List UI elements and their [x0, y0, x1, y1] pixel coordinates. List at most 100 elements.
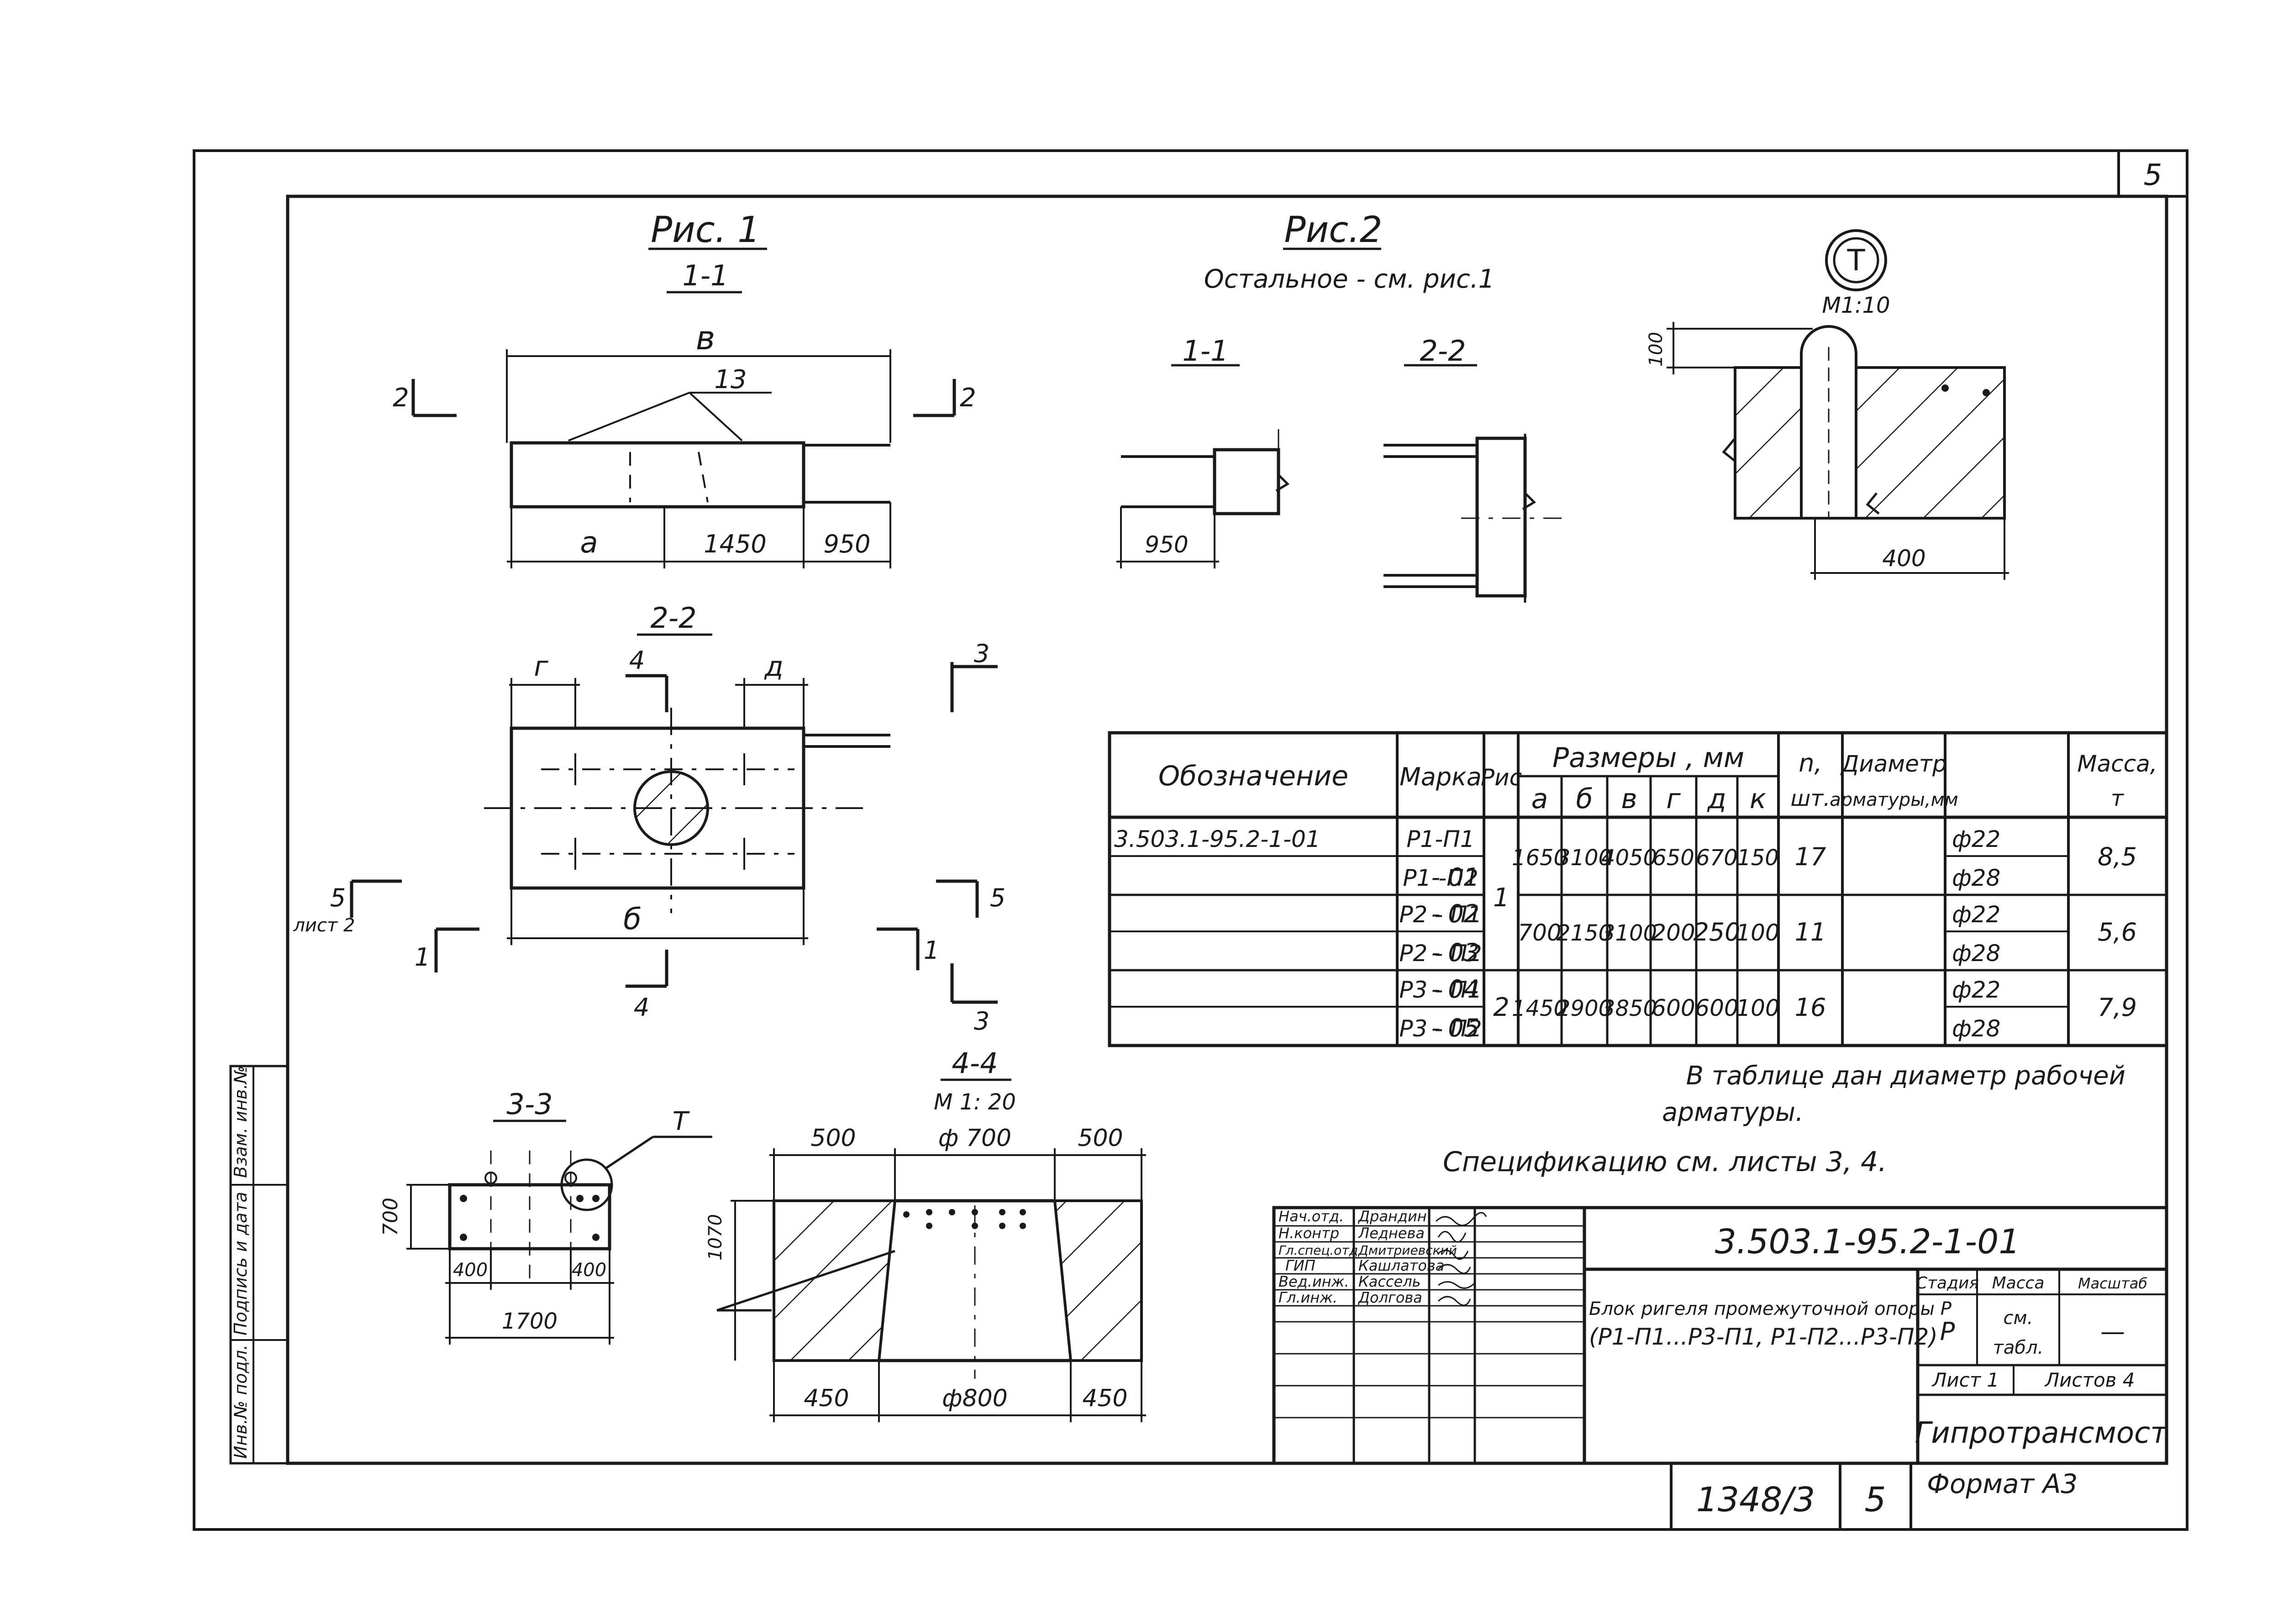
th-diam-unit: арматуры,мм	[1830, 789, 1958, 810]
group-v: 3100	[1601, 920, 1657, 946]
row-designation: - 03	[1431, 938, 1479, 967]
group-d: 600	[1695, 995, 1738, 1021]
cut-5-left: 5	[330, 883, 346, 912]
group-mass: 8,5	[2098, 842, 2137, 871]
side-vzam: Взам. инв.№	[231, 1066, 251, 1178]
fig1-sec22-label: 2-2	[650, 601, 696, 635]
cut-3-top: 3	[974, 639, 989, 668]
detail-T: Т М1:10 100 400	[1646, 229, 2009, 580]
sheet-number-box	[2117, 149, 2188, 198]
tb-sheet: Лист 1	[1931, 1369, 1999, 1391]
fig1-section-3-3: 3-3 Т 700 400 400 1700	[379, 1088, 712, 1345]
fig1-section-4-4: 4-4 М 1: 20 500 ф 700 500 1070	[705, 1046, 1146, 1422]
group-b: 2150	[1557, 920, 1612, 946]
fig1-section-1-1: в 13 а 1450 950 2 2	[393, 319, 976, 568]
tb-scale-h: Масштаб	[2078, 1275, 2147, 1292]
spec-table: Обозначение Марка Рис Размеры , мм а б в…	[1108, 731, 2168, 1047]
dim-f700: ф 700	[938, 1125, 1011, 1152]
archive-number: 1348/3	[1696, 1480, 1815, 1519]
fig1-sec33-label: 3-3	[506, 1088, 552, 1121]
cut-5-right: 5	[990, 883, 1005, 912]
label-b: б	[623, 903, 641, 936]
bottom-strip: 1348/3 5 Формат А3	[1670, 1463, 2078, 1529]
label-g: г	[534, 651, 548, 683]
tb-stage: Р	[1940, 1317, 1955, 1346]
dim-700: 700	[379, 1198, 402, 1236]
th-col-d: д	[1707, 783, 1726, 815]
group-g: 600	[1652, 995, 1695, 1021]
cut-3-bottom: 3	[974, 1007, 989, 1035]
tb-sheets: Листов 4	[2044, 1369, 2135, 1391]
label-d: д	[764, 651, 783, 683]
group-v: 4050	[1601, 845, 1657, 871]
dim-1700: 1700	[502, 1309, 558, 1334]
fig2-title: Рис.2	[1284, 210, 1382, 251]
dim-400-left: 400	[453, 1260, 488, 1281]
fig1-sec44-label: 4-4	[952, 1046, 998, 1080]
group-n: 17	[1795, 842, 1826, 871]
row-mark: Р3 - П2	[1399, 1015, 1482, 1042]
cut-2-right: 2	[960, 383, 976, 413]
row-mark: Р1-П1	[1406, 826, 1474, 852]
group-k: 100	[1736, 995, 1779, 1021]
cut-5-left-sheet: лист 2	[293, 915, 355, 936]
row-diam: ф28	[1952, 1015, 2000, 1042]
fig2: Рис.2 Остальное - см. рис.1 1-1 2-2 950	[1116, 210, 1566, 603]
fig2-sec11-label: 1-1	[1182, 334, 1228, 368]
dim-400-right: 400	[572, 1260, 606, 1281]
th-mass: Масса,	[2077, 751, 2157, 777]
row-designation: - 02	[1431, 899, 1479, 928]
th-n-unit: шт.	[1790, 786, 1830, 811]
tb-name: Долгова	[1357, 1289, 1422, 1306]
group-a: 1650	[1512, 845, 1568, 871]
group-mass: 7,9	[2098, 993, 2137, 1022]
row-mark: Р3 - П1	[1399, 977, 1482, 1003]
group-a: 1450	[1512, 996, 1568, 1021]
th-mass-unit: т	[2111, 786, 2125, 811]
mark-T: Т	[673, 1107, 690, 1136]
group-d: 250	[1693, 918, 1740, 946]
fig1-title: Рис. 1	[651, 210, 760, 251]
detail-T-scale: М1:10	[1822, 293, 1890, 318]
outer-frame	[193, 149, 2188, 1531]
fig2-note: Остальное - см. рис.1	[1204, 264, 1495, 294]
note-line-2: арматуры.	[1662, 1098, 1804, 1127]
note-line-3: Спецификацию см. листы 3, 4.	[1443, 1146, 1887, 1178]
tb-name: Леднева	[1358, 1225, 1425, 1242]
cut-1-right: 1	[924, 936, 939, 965]
group-fig: 2	[1493, 993, 1510, 1022]
group-d: 670	[1696, 845, 1738, 871]
th-col-k: к	[1750, 783, 1766, 815]
tb-desc-2: (Р1-П1...Р3-П1, Р1-П2...Р3-П2)	[1589, 1324, 1938, 1350]
row-diam: ф22	[1952, 977, 2000, 1003]
sheet-number: 5	[2144, 158, 2162, 192]
th-col-a: а	[1531, 783, 1548, 815]
side-podpis: Подпись и дата	[231, 1192, 251, 1335]
tb-role: Гл.инж.	[1278, 1289, 1337, 1306]
group-v: 3850	[1601, 996, 1657, 1021]
dim-500-right: 500	[1078, 1125, 1123, 1152]
tb-desc-1: Блок ригеля промежуточной опоры Р	[1589, 1298, 1952, 1319]
label-a: а	[580, 526, 598, 560]
group-k: 100	[1736, 920, 1779, 946]
group-n: 16	[1795, 993, 1826, 1022]
tb-role: Гл.спец.отд	[1278, 1243, 1358, 1258]
row-mark: Р2 - П2	[1399, 940, 1482, 967]
tb-role: Нач.отд.	[1278, 1208, 1344, 1225]
detail-T-callout	[560, 1158, 613, 1211]
fig1-sec11-label: 1-1	[682, 259, 728, 292]
tb-name: Кассель	[1358, 1273, 1421, 1290]
row-designation: - 04	[1431, 975, 1479, 1004]
cut-4-bottom: 4	[634, 993, 649, 1022]
tb-scale-v: —	[2100, 1317, 2125, 1346]
th-designation: Обозначение	[1158, 760, 1348, 792]
tb-name: Драндин	[1357, 1208, 1427, 1225]
th-fig: Рис	[1481, 764, 1522, 791]
cut-1-left: 1	[415, 943, 430, 972]
detail-T-dim-400: 400	[1882, 545, 1925, 572]
th-col-v: в	[1621, 783, 1637, 815]
tb-name: Кашлатова	[1358, 1257, 1444, 1274]
row-diam: ф28	[1952, 940, 2000, 967]
group-fig: 1	[1493, 883, 1510, 913]
